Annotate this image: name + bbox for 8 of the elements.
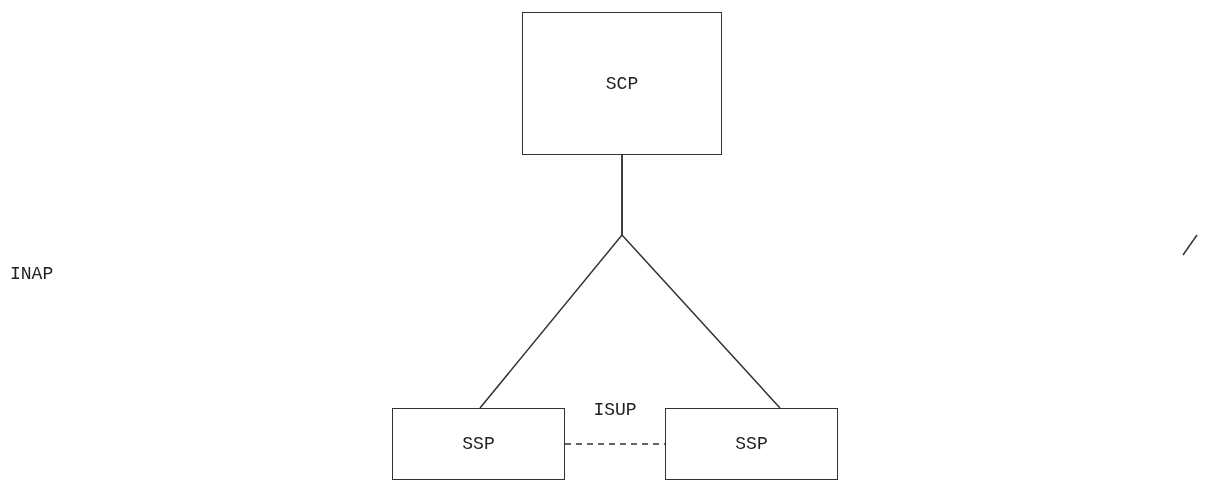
box-label: SSP <box>462 434 495 454</box>
protocol-label: INAP <box>10 264 54 284</box>
connector-line <box>621 154 781 409</box>
process-box <box>522 12 722 155</box>
process-box <box>665 408 838 480</box>
box-label: SSP <box>735 434 768 454</box>
box-label: SCP <box>605 73 639 94</box>
process-box <box>392 408 565 480</box>
